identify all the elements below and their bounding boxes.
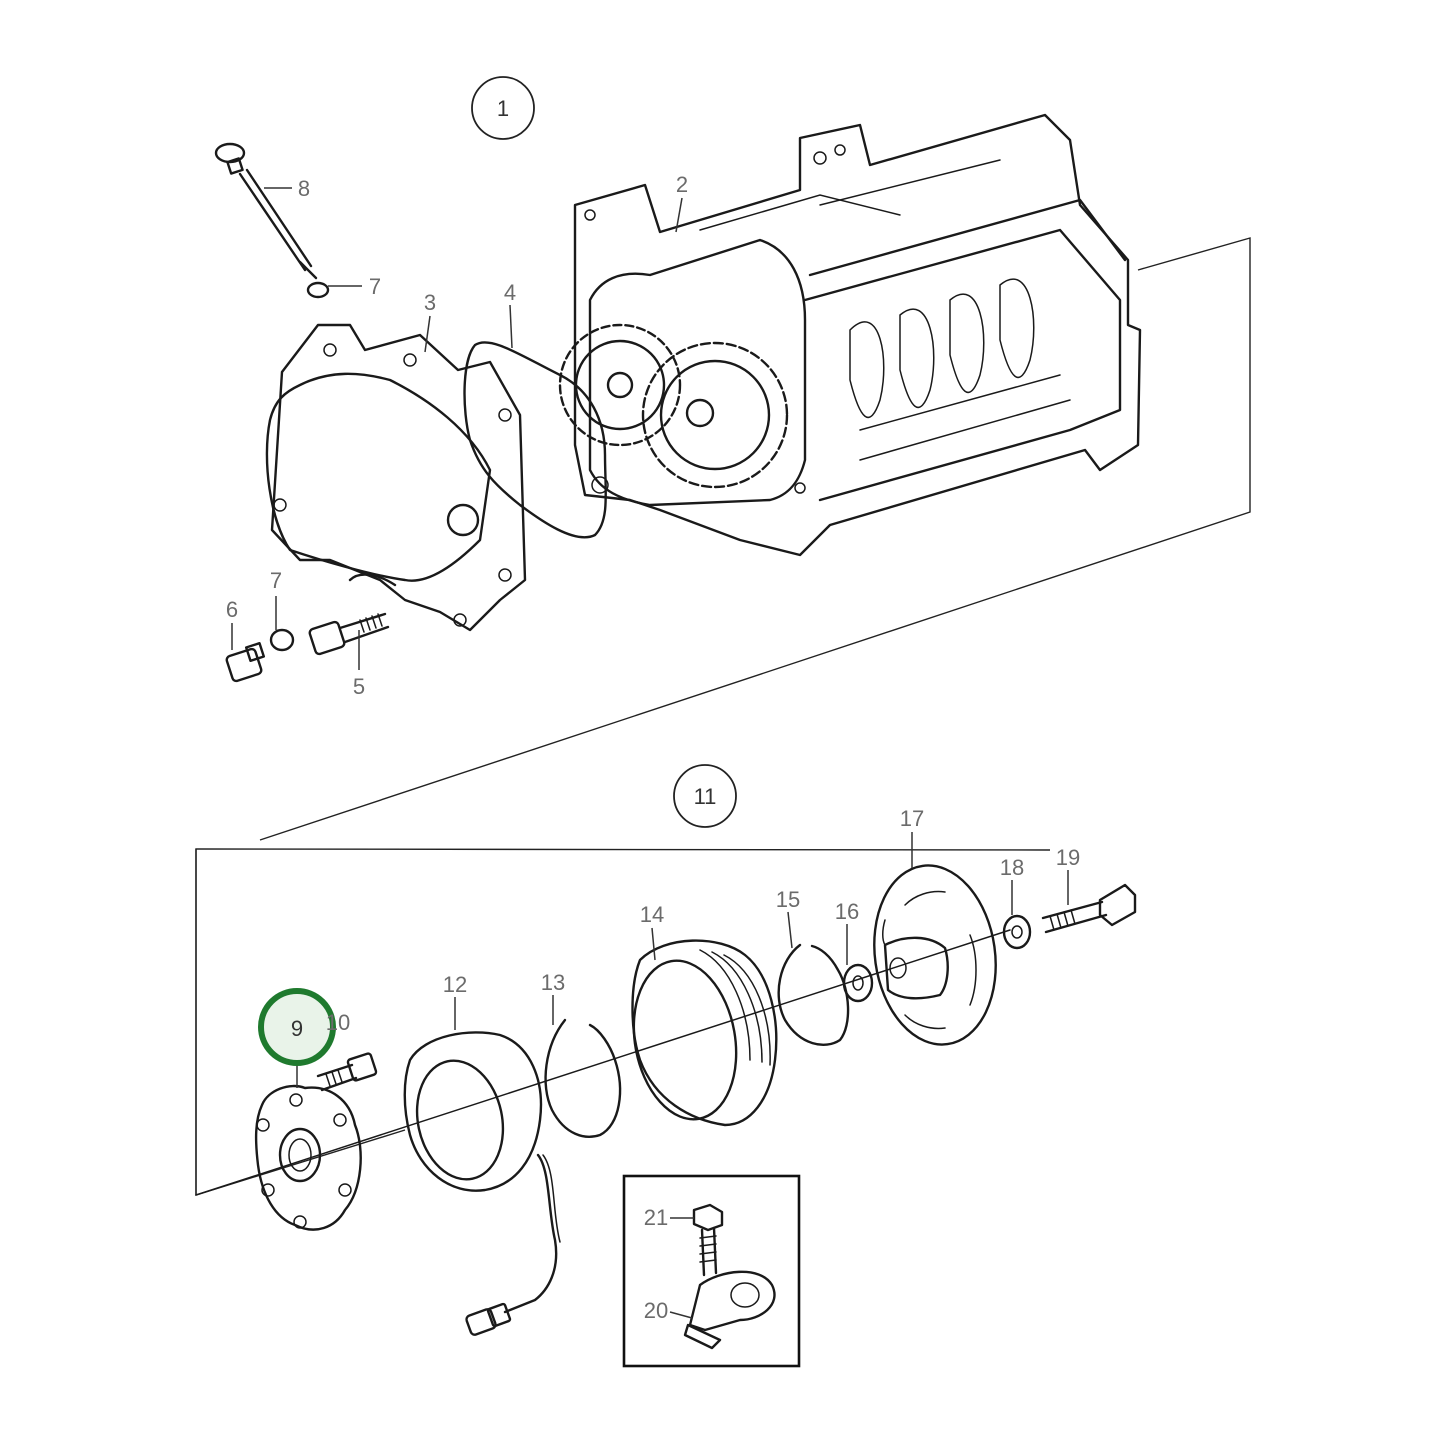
sealing-washer-bottom[interactable] bbox=[269, 628, 295, 652]
callout-16[interactable]: 16 bbox=[835, 899, 859, 924]
callout-2[interactable]: 2 bbox=[676, 172, 688, 197]
callout-7a[interactable]: 7 bbox=[369, 274, 381, 299]
pulley[interactable] bbox=[622, 939, 778, 1128]
flange-bolt[interactable] bbox=[316, 1052, 378, 1092]
callout-19[interactable]: 19 bbox=[1056, 845, 1080, 870]
callout-4[interactable]: 4 bbox=[504, 280, 516, 305]
callout-15[interactable]: 15 bbox=[776, 887, 800, 912]
callout-7b[interactable]: 7 bbox=[270, 568, 282, 593]
callout-21[interactable]: 21 bbox=[644, 1205, 668, 1230]
clamp-bolt[interactable] bbox=[692, 1203, 724, 1277]
leader-15 bbox=[787, 911, 793, 949]
assembly-marker-11[interactable]: 11 bbox=[673, 764, 737, 828]
armature-plate[interactable] bbox=[863, 858, 1007, 1053]
center-bolt[interactable] bbox=[1041, 883, 1137, 934]
spacer-washer[interactable] bbox=[842, 963, 874, 1003]
callout-5[interactable]: 5 bbox=[353, 674, 365, 699]
callout-8[interactable]: 8 bbox=[298, 176, 310, 201]
callout-3[interactable]: 3 bbox=[424, 290, 436, 315]
retaining-circlip[interactable] bbox=[544, 1018, 622, 1138]
gear-case-cover[interactable] bbox=[265, 323, 527, 632]
compressor-housing[interactable] bbox=[558, 113, 1142, 557]
drive-gear-left bbox=[558, 323, 682, 447]
sealing-washer-top[interactable] bbox=[306, 281, 330, 299]
leader-4 bbox=[509, 304, 513, 349]
leader-14 bbox=[651, 927, 656, 961]
assembly-label-11: 11 bbox=[694, 784, 717, 809]
magnetic-coil[interactable] bbox=[403, 1031, 561, 1336]
callout-14[interactable]: 14 bbox=[640, 902, 664, 927]
leader-2 bbox=[675, 197, 683, 233]
cable-clamp[interactable] bbox=[683, 1270, 776, 1350]
assembly-label-1: 1 bbox=[497, 96, 509, 121]
upper-assembly: 1 bbox=[214, 76, 1251, 841]
drive-gear-right bbox=[641, 341, 789, 489]
highlight-ring-9 bbox=[258, 988, 336, 1066]
leader-3 bbox=[424, 315, 431, 353]
snap-ring[interactable] bbox=[777, 943, 850, 1047]
flange-plate[interactable] bbox=[254, 1084, 362, 1231]
callout-20[interactable]: 20 bbox=[644, 1298, 668, 1323]
drain-plug[interactable] bbox=[225, 641, 266, 683]
callout-18[interactable]: 18 bbox=[1000, 855, 1024, 880]
callout-12[interactable]: 12 bbox=[443, 972, 467, 997]
dipstick[interactable] bbox=[214, 142, 318, 280]
callout-17[interactable]: 17 bbox=[900, 806, 924, 831]
lower-assembly: 11 bbox=[195, 764, 1137, 1368]
cover-bolt[interactable] bbox=[308, 612, 390, 656]
callout-10[interactable]: 10 bbox=[326, 1010, 350, 1035]
bolt-washer[interactable] bbox=[1002, 914, 1032, 950]
callout-9[interactable]: 9 bbox=[291, 1016, 303, 1041]
callout-6[interactable]: 6 bbox=[226, 597, 238, 622]
center-axis bbox=[195, 929, 1011, 1196]
assembly-marker-1[interactable]: 1 bbox=[471, 76, 535, 140]
detail-inset bbox=[622, 1174, 801, 1368]
callout-13[interactable]: 13 bbox=[541, 970, 565, 995]
upper-assembly-plane bbox=[259, 237, 1251, 841]
leader-20 bbox=[669, 1311, 693, 1319]
